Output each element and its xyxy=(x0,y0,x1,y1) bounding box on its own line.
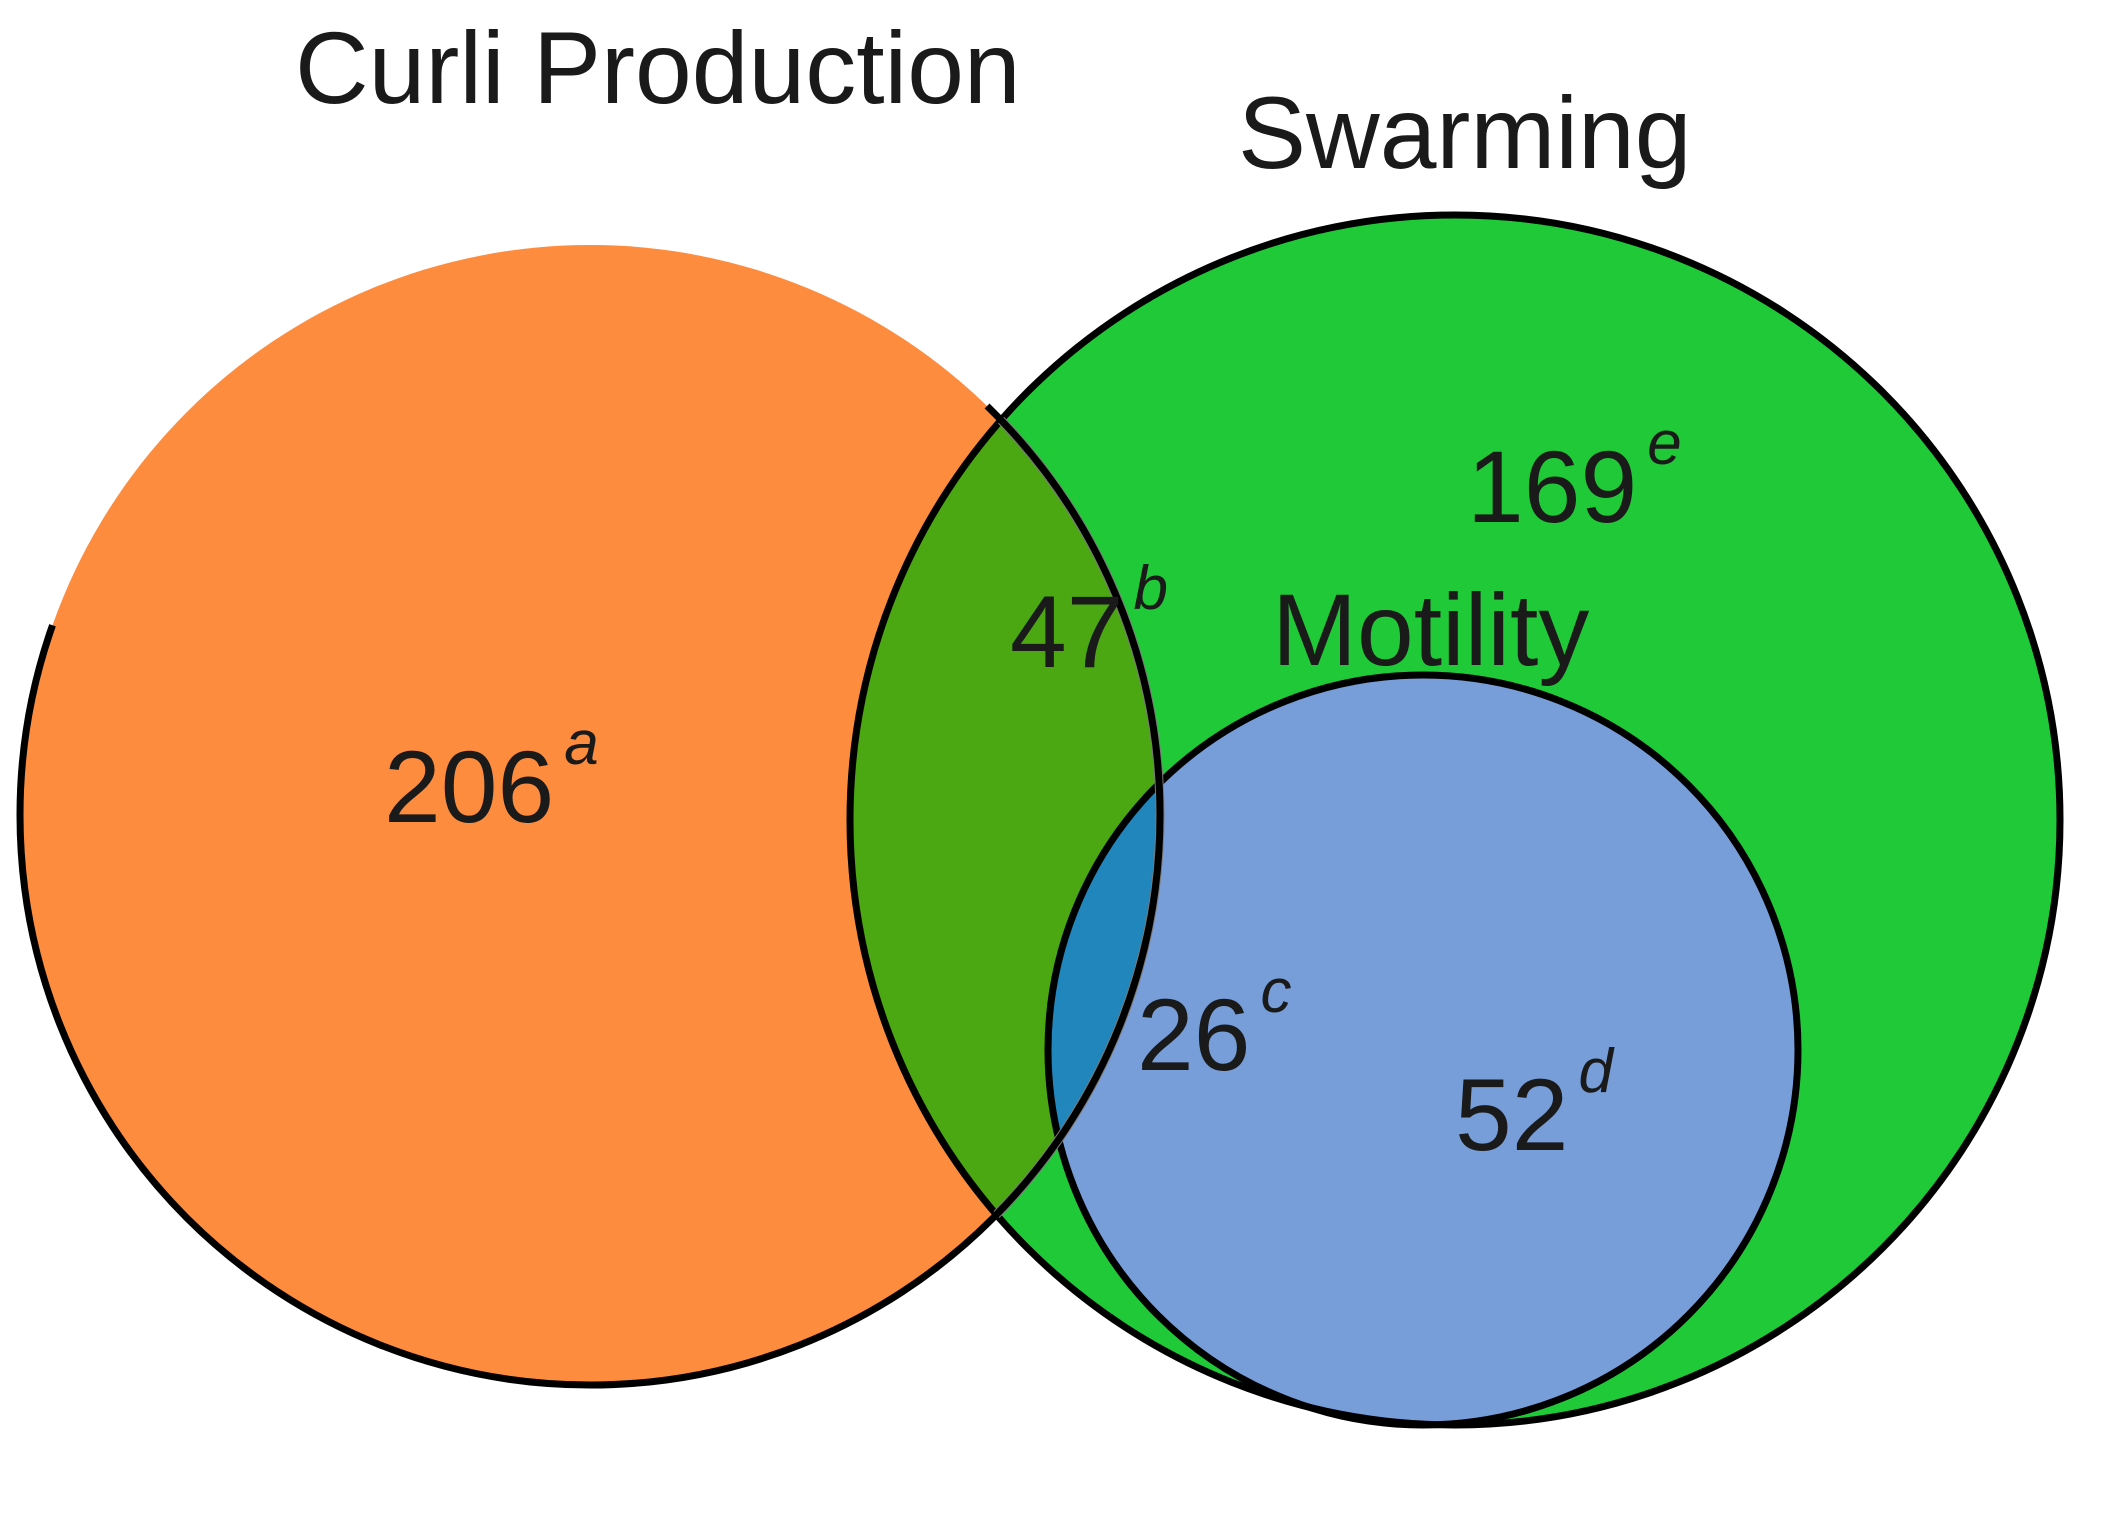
motility-outline xyxy=(1044,671,1802,1429)
motility-circle xyxy=(1048,675,1798,1425)
swarming-title: Swarming xyxy=(1238,76,1691,190)
curli-production-title: Curli Production xyxy=(295,11,1021,125)
region-d-superscript: d xyxy=(1578,1037,1615,1106)
region-b-value: 47 xyxy=(1010,575,1123,689)
curli-outline xyxy=(16,241,1164,1389)
region-c-superscript: c xyxy=(1260,957,1291,1026)
region-a-value: 206 xyxy=(384,730,554,844)
region-b-superscript: b xyxy=(1133,554,1167,623)
region-e-superscript: e xyxy=(1647,409,1681,478)
region-a-superscript: a xyxy=(564,709,598,778)
region-d-value: 52 xyxy=(1455,1058,1568,1172)
motility-title: Motility xyxy=(1272,573,1589,687)
region-c-value: 26 xyxy=(1137,978,1250,1092)
region-e-value: 169 xyxy=(1467,430,1637,544)
curli-production-circle xyxy=(20,245,1160,1385)
